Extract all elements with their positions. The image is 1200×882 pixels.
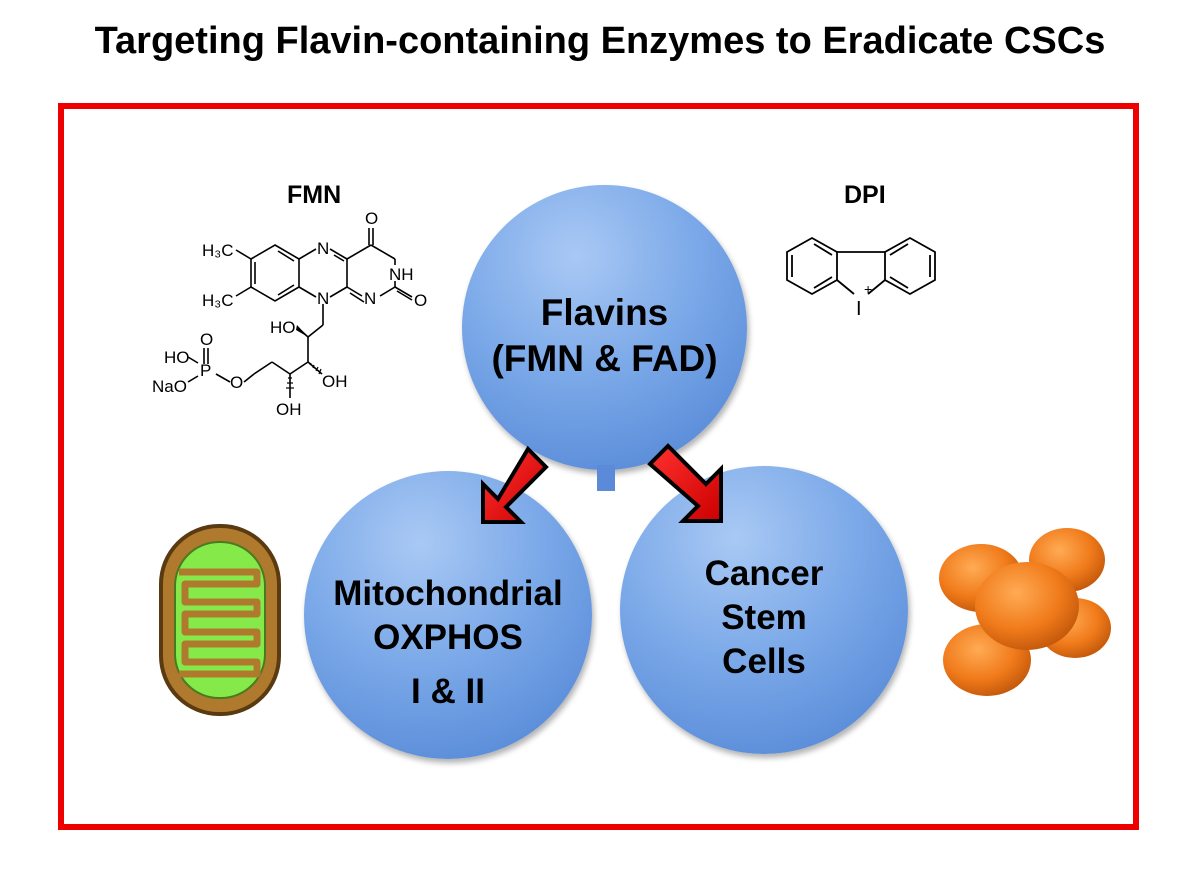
fmn-atom-n-top: N <box>317 239 329 258</box>
oxphos-text: Mitochondrial OXPHOS I & II <box>304 572 592 713</box>
connector-stub <box>597 465 615 491</box>
arrow-icon-left <box>481 445 549 524</box>
arrow-icon-right <box>647 443 723 523</box>
fmn-atom-h3c-bottom: H₃C <box>202 291 233 310</box>
cscs-line-2: Stem <box>721 597 807 637</box>
oxphos-line-1: Mitochondrial <box>333 574 563 613</box>
diagram-frame <box>58 103 1139 830</box>
cscs-line-3: Cells <box>722 641 806 681</box>
fmn-structure: H₃C H₃C N N N NH O O HO HO O P NaO O OH … <box>152 209 427 419</box>
dpi-structure: I + <box>786 236 936 320</box>
fmn-atom-nh: NH <box>389 265 414 284</box>
fmn-atom-oh-right: OH <box>322 372 348 391</box>
fmn-atom-ho-chain: HO <box>270 318 296 337</box>
fmn-atom-n-ring: N <box>364 289 376 308</box>
flavins-line-2: (FMN & FAD) <box>491 338 718 380</box>
cscs-node <box>620 466 908 754</box>
dpi-charge: + <box>864 281 872 297</box>
fmn-atom-oh-bottom: OH <box>276 400 302 419</box>
mitochondrion-icon <box>159 524 281 716</box>
cscs-text: Cancer Stem Cells <box>620 552 908 683</box>
fmn-atom-o-top: O <box>365 209 378 228</box>
fmn-atom-o-right: O <box>414 291 427 310</box>
flavins-node <box>462 185 747 470</box>
page-title: Targeting Flavin-containing Enzymes to E… <box>94 20 1106 62</box>
cscs-line-1: Cancer <box>704 554 824 593</box>
fmn-label: FMN <box>287 181 342 209</box>
fmn-atom-nao: NaO <box>152 377 187 396</box>
fmn-atom-o-phosphate: O <box>200 330 213 349</box>
flavins-text: Flavins (FMN & FAD) <box>462 290 747 383</box>
oxphos-node <box>304 471 592 759</box>
dpi-label: DPI <box>844 181 886 209</box>
fmn-atom-n-bottom: N <box>317 289 329 308</box>
fmn-atom-h3c-top: H₃C <box>202 241 233 260</box>
dpi-iodine: I <box>856 298 862 320</box>
oxphos-line-3: I & II <box>411 671 485 711</box>
oxphos-line-2: OXPHOS <box>373 617 523 657</box>
flavins-line-1: Flavins <box>540 292 669 333</box>
fmn-atom-o-ester: O <box>230 373 243 392</box>
fmn-atom-p: P <box>200 361 211 380</box>
fmn-atom-ho-phosphate: HO <box>164 348 190 367</box>
stem-cell-icon <box>939 528 1111 696</box>
